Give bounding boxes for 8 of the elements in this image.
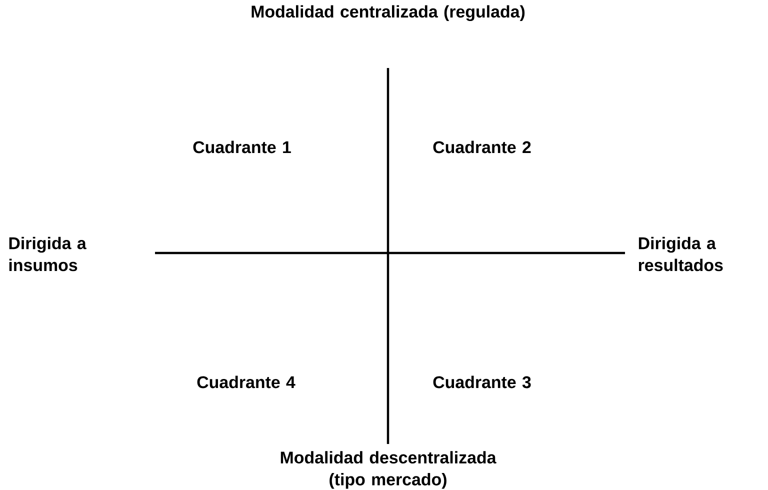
axis-label: Dirigida a insumos <box>9 236 86 272</box>
axis-label: Dirigida a resultados <box>638 236 723 272</box>
axis-label: Cuadrante 4 <box>197 376 296 388</box>
axis-label: Modalidad centralizada (regulada) <box>252 5 525 22</box>
axis-label: Cuadrante 2 <box>433 140 531 154</box>
axis-label: Modalidad descentralizada (tipo mercado) <box>280 451 496 489</box>
axis-label: Cuadrante 3 <box>433 376 531 388</box>
axis-label: Cuadrante 1 <box>193 140 291 154</box>
